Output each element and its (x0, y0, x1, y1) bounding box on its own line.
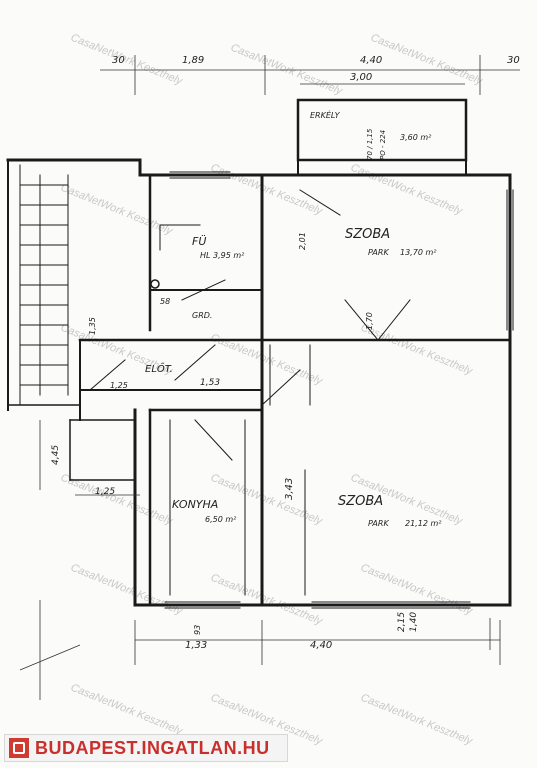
watermark-text: CasaNetWork Keszthely (69, 562, 185, 618)
watermark-text: CasaNetWork Keszthely (209, 572, 325, 628)
room2-area: 21,12 m² (405, 519, 442, 528)
dim-1-35: 1,35 (88, 317, 97, 335)
kitchen-area: 6,50 m² (205, 515, 237, 524)
dim-top-b: 4,40 (360, 55, 382, 66)
dim-93: 93 (193, 625, 202, 635)
bath-name: FÜ (192, 235, 206, 248)
watermark-text: CasaNetWork Keszthely (359, 692, 475, 748)
kitchen-name: KONYHA (172, 498, 218, 511)
room1-floor: PARK (368, 248, 389, 257)
dim-1-53: 1,53 (200, 378, 220, 388)
dim-small-width: 1,25 (95, 487, 115, 497)
hall-name: ELŐT. (145, 361, 173, 375)
brand-footer[interactable]: BUDAPEST.INGATLAN.HU (4, 734, 288, 762)
watermark-text: CasaNetWork Keszthely (369, 32, 485, 88)
dimension-lines (19, 55, 520, 700)
balcony-area: 3,60 m² (400, 133, 432, 142)
dim-2-01: 2,01 (298, 232, 307, 250)
house-logo-icon (9, 738, 29, 758)
walls (6, 98, 514, 609)
wc-name: GRD. (192, 311, 212, 320)
dim-bottom-a: 1,33 (185, 640, 207, 651)
dim-top-a: 1,89 (182, 55, 204, 66)
dim-balcony-width: 3,00 (350, 72, 372, 83)
dim-58: 58 (160, 297, 170, 306)
dim-1-40: 1,40 (409, 612, 419, 632)
dim-1-25: 1,25 (110, 381, 128, 390)
dim-2-15: 2,15 (397, 612, 407, 632)
balcony-name: ERKÉLY (310, 109, 341, 120)
dim-left-height: 4,45 (51, 445, 61, 465)
balcony-note-2: PO - 224 (379, 130, 387, 160)
brand-name: BUDAPEST.INGATLAN.HU (35, 737, 270, 758)
watermark-text: CasaNetWork Keszthely (359, 322, 475, 378)
dim-3-43: 3,43 (284, 478, 295, 500)
dim-1-70: 1,70 (365, 312, 374, 330)
watermark-text: CasaNetWork Keszthely (69, 682, 185, 738)
room2-name: SZOBA (338, 494, 383, 509)
balcony-note-1: 70 / 1,15 (366, 128, 374, 160)
room1-area: 13,70 m² (400, 248, 437, 257)
room2-floor: PARK (368, 519, 389, 528)
dim-left-margin: 30 (112, 55, 125, 66)
watermark-text: CasaNetWork Keszthely (359, 562, 475, 618)
watermark-text: CasaNetWork Keszthely (69, 32, 185, 88)
watermark-text: CasaNetWork Keszthely (209, 162, 325, 218)
dim-bottom-b: 4,40 (310, 640, 332, 651)
room1-name: SZOBA (345, 227, 390, 242)
bath-area: HL 3,95 m² (200, 251, 245, 260)
dim-right-margin: 30 (507, 55, 520, 66)
watermark-text: CasaNetWork Keszthely (59, 182, 175, 238)
watermark-text: CasaNetWork Keszthely (349, 162, 465, 218)
labels: 30 1,89 4,40 30 3,00 ERKÉLY 3,60 m² 70 /… (51, 55, 520, 651)
